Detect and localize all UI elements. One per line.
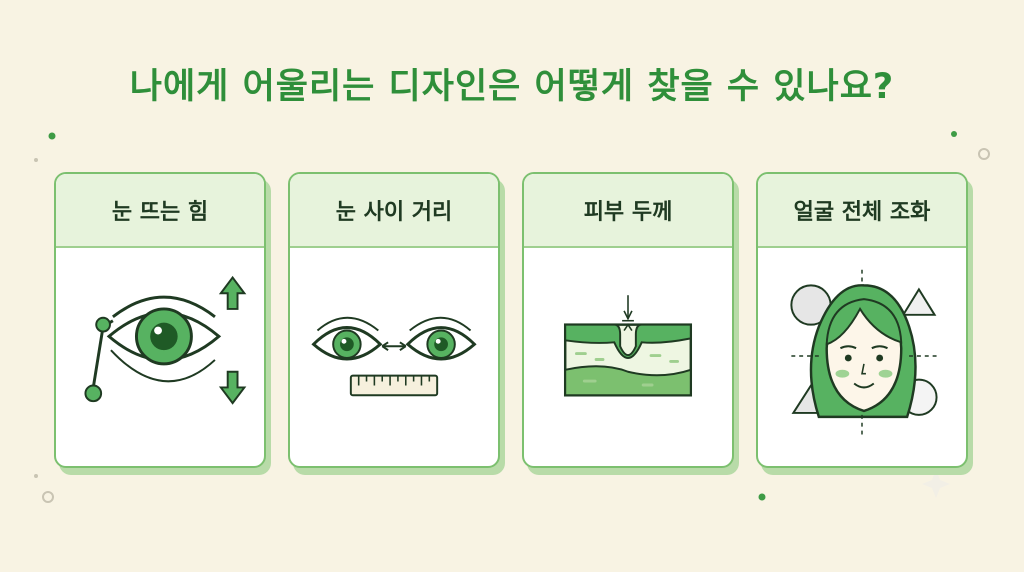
card-label: 얼굴 전체 조화 — [758, 174, 966, 248]
card-label: 피부 두께 — [524, 174, 732, 248]
card-eye-opening: 눈 뜨는 힘 — [54, 172, 266, 468]
page-title: 나에게 어울리는 디자인은 어떻게 찾을 수 있나요? — [129, 67, 895, 107]
eye-lift-icon — [84, 275, 247, 405]
face-harmony-icon — [790, 269, 939, 437]
skin-layer-icon — [563, 295, 693, 397]
card-skin-thickness: 피부 두께 — [522, 172, 734, 468]
card-label: 눈 뜨는 힘 — [56, 174, 264, 248]
card-face-harmony: 얼굴 전체 조화 — [756, 172, 968, 468]
eye-distance-icon — [311, 316, 477, 397]
card-label: 눈 사이 거리 — [290, 174, 498, 248]
card-eye-distance: 눈 사이 거리 — [288, 172, 500, 468]
